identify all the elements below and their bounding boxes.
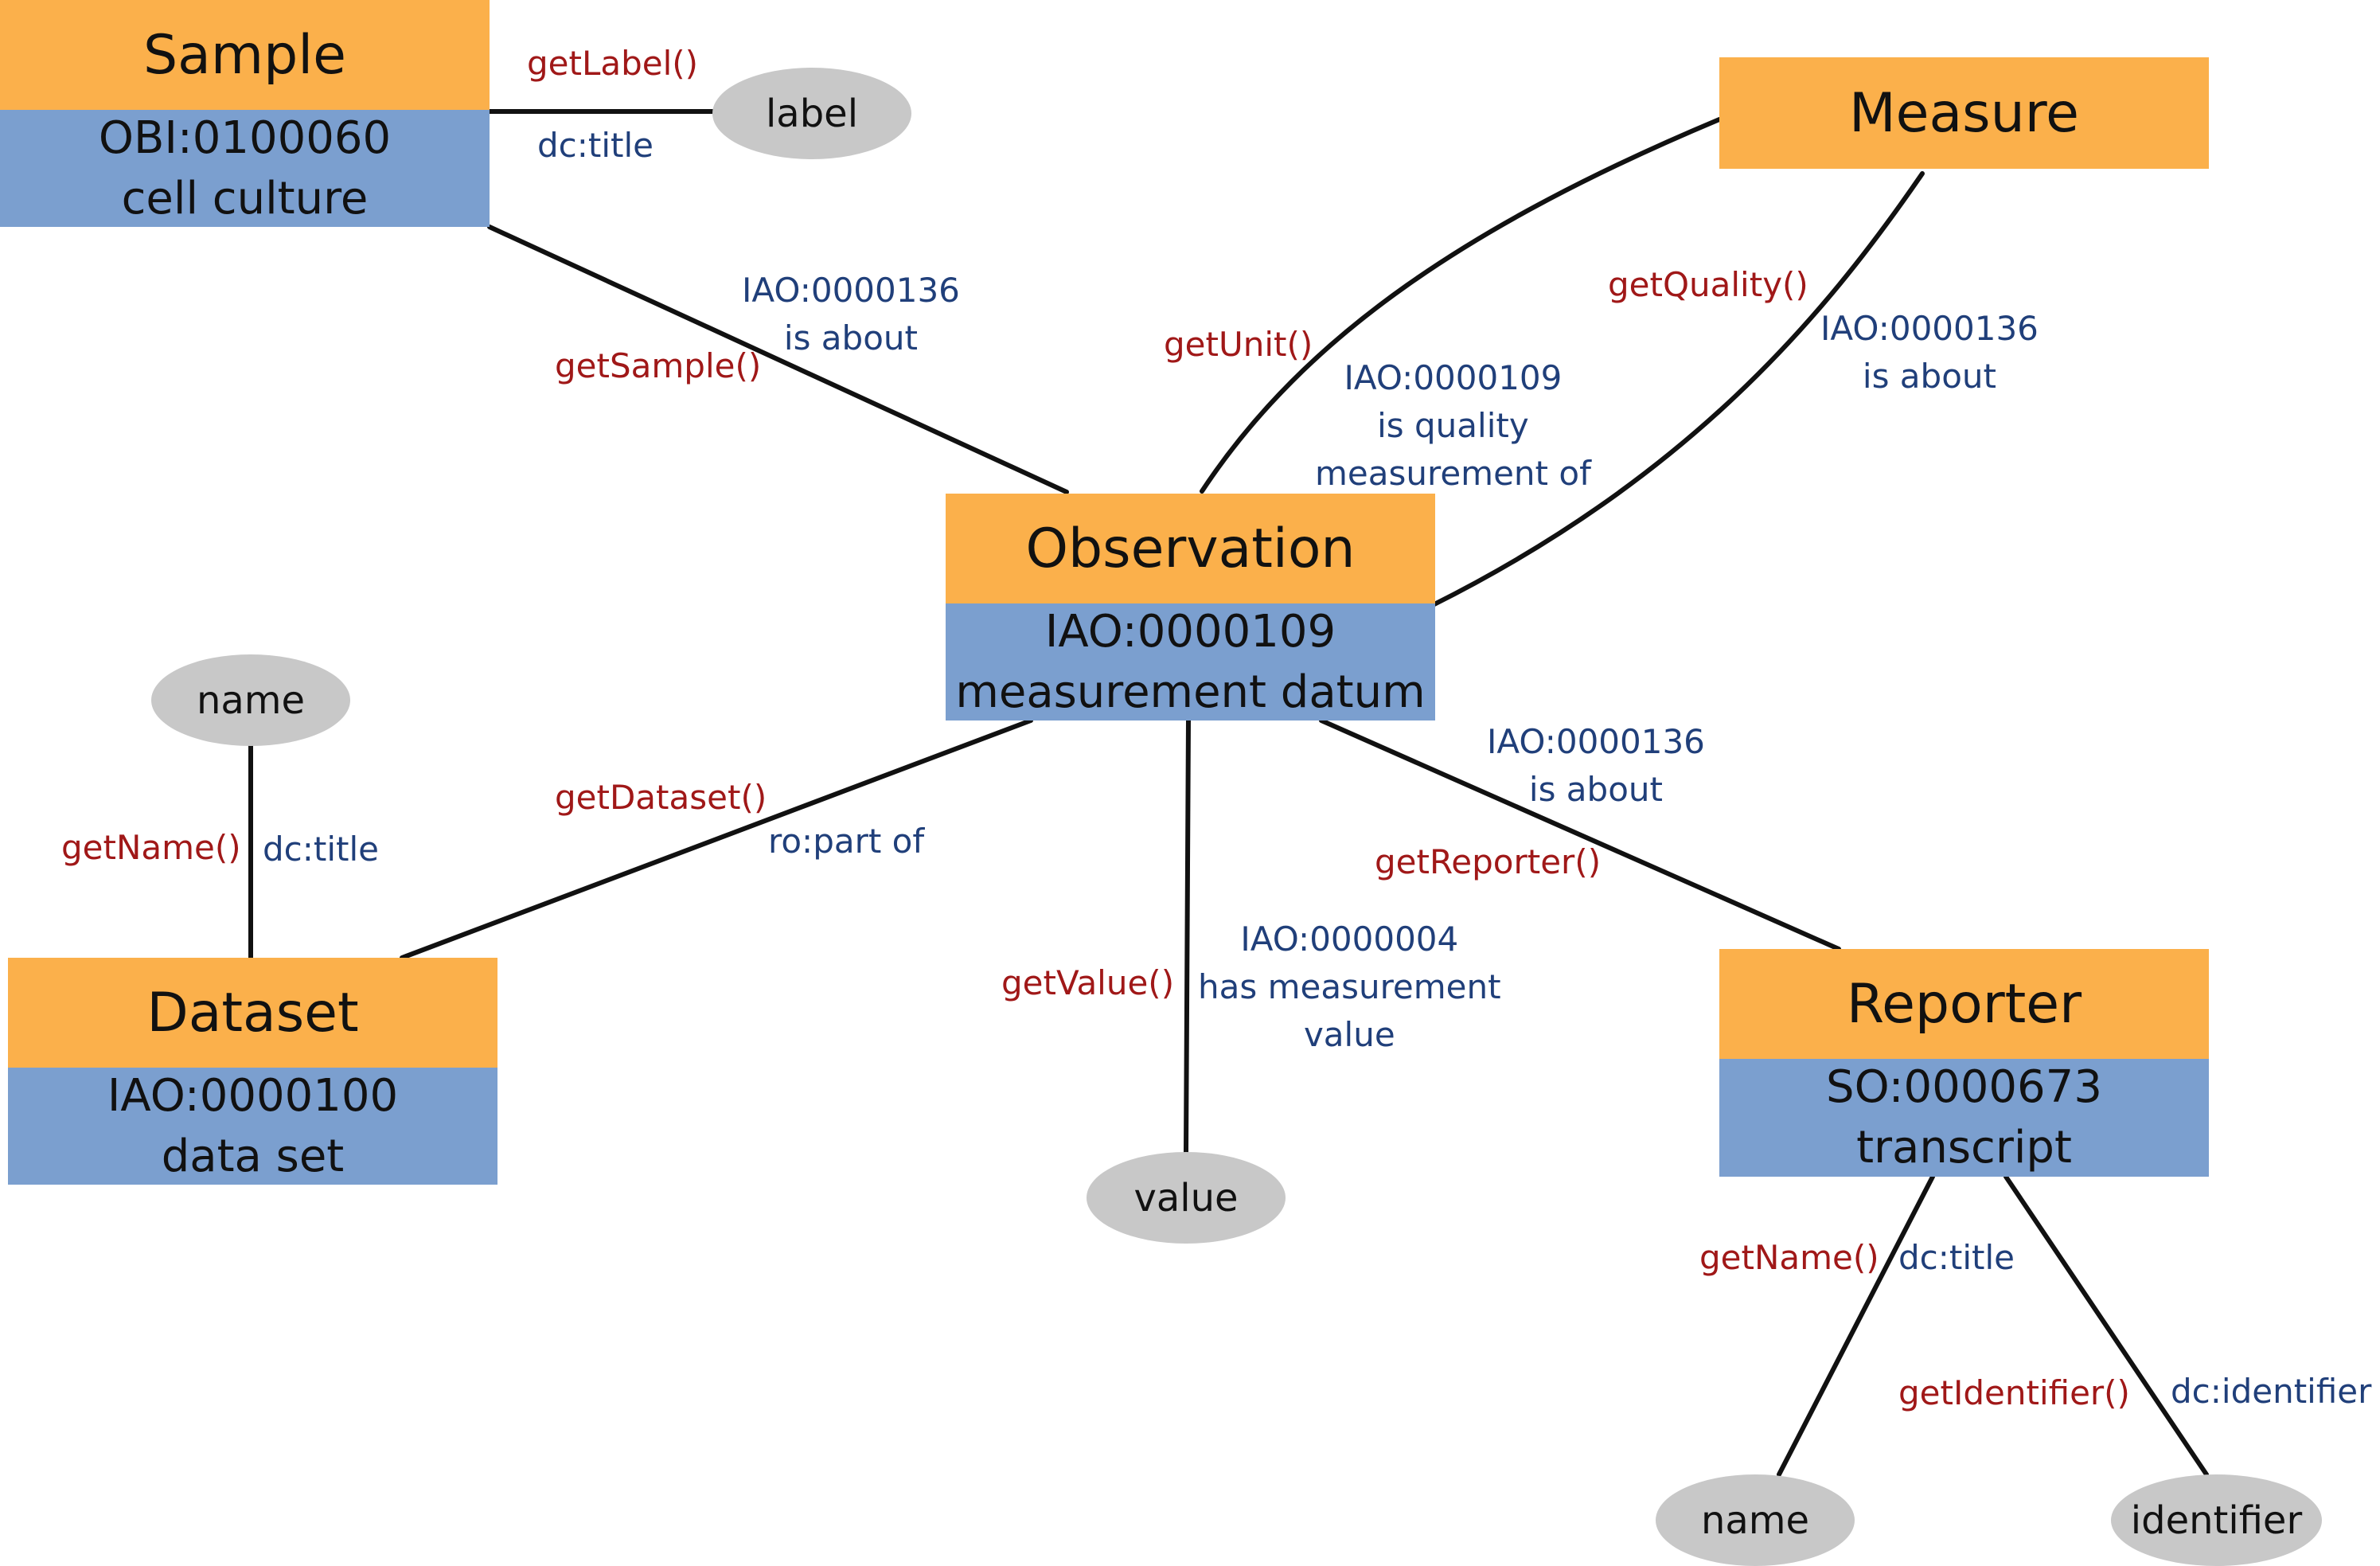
edge-sample-observation xyxy=(487,225,1069,494)
measure-node: Measure xyxy=(1719,57,2209,169)
observation-ontology-id: IAO:0000109 xyxy=(1044,605,1336,658)
edge-reporter-identifier xyxy=(2003,1174,2209,1477)
sample-label-property: dc:title xyxy=(537,122,654,170)
get-sample-method: getSample() xyxy=(555,346,762,385)
sample-ontology-id: OBI:0100060 xyxy=(98,111,392,164)
observation-term: IAO:0000109 measurement datum xyxy=(946,603,1435,721)
dataset-property: ro:part of xyxy=(768,818,924,865)
get-name-method-reporter: getName() xyxy=(1699,1238,1879,1277)
get-unit-method: getUnit() xyxy=(1164,325,1313,364)
property-line: dc:title xyxy=(263,830,380,869)
property-line: IAO:0000136 xyxy=(1820,309,2039,348)
property-line: IAO:0000136 xyxy=(742,271,960,310)
get-name-method-dataset: getName() xyxy=(61,828,241,867)
get-reporter-method: getReporter() xyxy=(1375,842,1602,881)
dataset-title: Dataset xyxy=(8,958,497,1068)
get-label-method: getLabel() xyxy=(527,44,699,83)
edge-observation-value xyxy=(1184,718,1191,1154)
dataset-term: IAO:0000100 data set xyxy=(8,1068,497,1185)
value-ellipse: value xyxy=(1087,1152,1286,1244)
reporter-title: Reporter xyxy=(1719,949,2209,1059)
reporter-ontology-id: SO:0000673 xyxy=(1826,1061,2102,1113)
property-line: dc:identifier xyxy=(2171,1372,2372,1411)
property-line: is about xyxy=(1528,770,1663,809)
property-line: ro:part of xyxy=(768,822,925,861)
sample-title: Sample xyxy=(0,0,490,110)
property-line: is quality xyxy=(1377,406,1529,445)
unit-property: IAO:0000109 is quality measurement of xyxy=(1315,354,1591,498)
get-value-method: getValue() xyxy=(1001,963,1175,1002)
measure-title: Measure xyxy=(1719,57,2209,169)
reporter-node: Reporter SO:0000673 transcript xyxy=(1719,949,2209,1177)
dataset-name-ellipse: name xyxy=(151,654,350,746)
edge-observation-dataset xyxy=(400,718,1033,960)
property-line: dc:title xyxy=(1898,1238,2015,1277)
get-dataset-method: getDataset() xyxy=(555,778,767,817)
sample-term: OBI:0100060 cell culture xyxy=(0,110,490,227)
edge-observation-reporter xyxy=(1319,718,1841,951)
sample-property: IAO:0000136 is about xyxy=(742,267,960,362)
property-line: dc:title xyxy=(537,126,654,165)
property-line: measurement of xyxy=(1315,454,1591,493)
reporter-name-property: dc:title xyxy=(1898,1234,2015,1282)
edge-reporter-name xyxy=(1777,1174,1935,1477)
property-line: has measurement xyxy=(1198,967,1501,1006)
property-line: is about xyxy=(1862,357,1996,396)
reporter-property: IAO:0000136 is about xyxy=(1487,718,1705,814)
sample-ontology-term: cell culture xyxy=(121,172,369,225)
value-property: IAO:0000004 has measurement value xyxy=(1198,916,1501,1059)
reporter-name-ellipse: name xyxy=(1656,1474,1855,1566)
get-quality-method: getQuality() xyxy=(1608,265,1808,304)
observation-ontology-term: measurement datum xyxy=(955,666,1426,718)
sample-label-ellipse: label xyxy=(712,68,911,159)
property-line: IAO:0000004 xyxy=(1240,920,1459,959)
edge-measure-observation-unit xyxy=(1200,117,1722,494)
dataset-node: Dataset IAO:0000100 data set xyxy=(8,958,497,1185)
get-identifier-method: getIdentifier() xyxy=(1898,1373,2130,1412)
quality-property: IAO:0000136 is about xyxy=(1820,305,2039,400)
dataset-name-property: dc:title xyxy=(263,826,379,873)
sample-node: Sample OBI:0100060 cell culture xyxy=(0,0,490,227)
property-line: IAO:0000109 xyxy=(1344,358,1563,397)
reporter-ontology-term: transcript xyxy=(1856,1122,2072,1174)
property-line: IAO:0000136 xyxy=(1487,722,1705,761)
reporter-identifier-property: dc:identifier xyxy=(2171,1368,2371,1416)
property-line: value xyxy=(1303,1015,1395,1054)
observation-node: Observation IAO:0000109 measurement datu… xyxy=(946,494,1435,721)
reporter-term: SO:0000673 transcript xyxy=(1719,1059,2209,1177)
property-line: is about xyxy=(783,318,918,357)
dataset-ontology-id: IAO:0000100 xyxy=(107,1069,399,1122)
reporter-identifier-ellipse: identifier xyxy=(2111,1474,2322,1566)
observation-title: Observation xyxy=(946,494,1435,603)
dataset-ontology-term: data set xyxy=(161,1130,345,1182)
edge-measure-observation-quality xyxy=(1430,171,1925,607)
